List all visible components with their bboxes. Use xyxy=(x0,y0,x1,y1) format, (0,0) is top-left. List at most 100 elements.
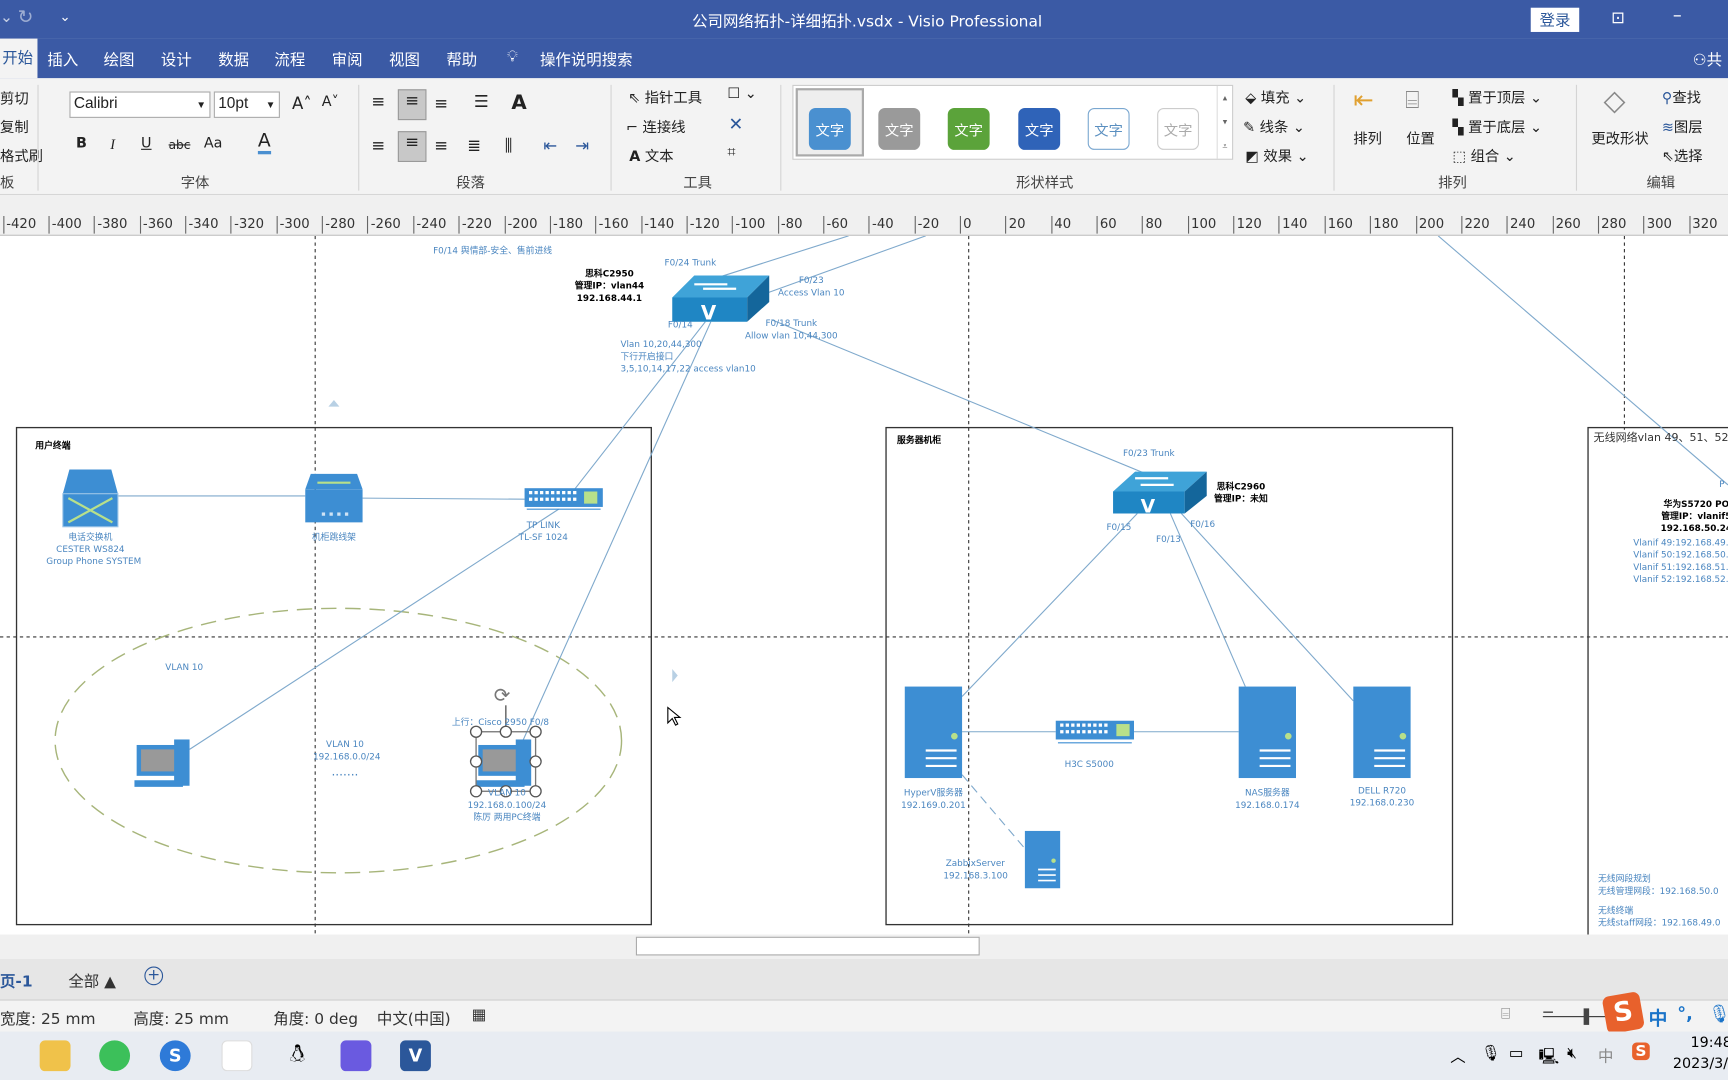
justify-icon[interactable]: ≣ xyxy=(467,135,482,156)
tab-process[interactable]: 流程 xyxy=(274,51,306,70)
tab-review[interactable]: 审阅 xyxy=(331,51,363,70)
shrink-font-icon[interactable]: A˅ xyxy=(321,93,339,111)
ribbon-display-icon[interactable]: ⊡ xyxy=(1611,7,1626,28)
language-status[interactable]: 中文(中国) xyxy=(376,1010,451,1029)
increase-indent-icon[interactable]: ⇥ xyxy=(575,135,590,156)
select-button[interactable]: ⇖选择 xyxy=(1662,144,1703,166)
fill-button[interactable]: ⬙ 填充 ⌄ xyxy=(1245,90,1307,107)
style-swatch[interactable]: 文字 xyxy=(1157,107,1200,150)
font-name-select[interactable]: Calibri▼ xyxy=(69,91,211,118)
italic-button[interactable]: I xyxy=(110,135,115,153)
tab-design[interactable]: 设计 xyxy=(160,51,192,70)
align-top-icon[interactable]: ≡ xyxy=(371,91,386,112)
position-button[interactable]: 位置 xyxy=(1406,131,1435,148)
connector-button[interactable]: ⌐ 连接线 xyxy=(626,116,686,137)
add-page-button[interactable]: + xyxy=(144,966,164,986)
format-painter-button[interactable]: 格式刷 xyxy=(0,148,43,166)
grow-font-icon[interactable]: A˄ xyxy=(292,93,312,114)
tell-me-search[interactable]: 操作说明搜索 xyxy=(539,51,633,70)
connection-point-icon[interactable]: ⌗ xyxy=(727,144,736,161)
qq-icon[interactable]: 🐧︎ xyxy=(290,1040,306,1068)
horizontal-ruler[interactable]: -420-400-380-360-340-320-300-280-260-240… xyxy=(0,195,1728,236)
style-swatch[interactable]: 文字 xyxy=(947,107,990,150)
gallery-scroll[interactable]: ▴▾⩡ xyxy=(1216,85,1232,159)
zoom-slider-thumb[interactable] xyxy=(1583,1008,1590,1025)
undo-icon[interactable]: ⌄ xyxy=(0,8,13,27)
cut-button[interactable]: 剪切 xyxy=(0,91,29,108)
tab-draw[interactable]: 绘图 xyxy=(103,51,135,70)
layers-button[interactable]: ≋图层 xyxy=(1662,116,1703,137)
font-color-button[interactable]: A xyxy=(257,131,271,155)
style-swatch[interactable]: 文字 xyxy=(808,107,851,150)
close-icon[interactable]: ✕ xyxy=(728,113,744,135)
align-bottom-icon[interactable]: ≡ xyxy=(434,93,449,114)
clock-time[interactable]: 19:48 xyxy=(1690,1034,1728,1052)
login-button[interactable]: 登录 xyxy=(1530,7,1580,32)
tab-insert[interactable]: 插入 xyxy=(47,51,79,70)
align-right-icon[interactable]: ≡ xyxy=(434,135,449,156)
baidu-netdisk-icon[interactable] xyxy=(221,1040,253,1072)
tab-home[interactable]: 开始 xyxy=(0,38,38,79)
change-case-button[interactable]: Aa xyxy=(203,135,223,153)
zoom-slider[interactable] xyxy=(1542,1016,1609,1018)
font-size-select[interactable]: 10pt▼ xyxy=(213,91,280,118)
macro-icon[interactable]: ▦ xyxy=(471,1006,487,1024)
align-middle-icon[interactable]: ≡ xyxy=(397,89,427,121)
align-left-icon[interactable]: ≡ xyxy=(371,135,386,156)
sogou-ime-icon[interactable]: S xyxy=(1601,991,1646,1035)
change-shape-icon[interactable]: ◇ xyxy=(1603,84,1626,118)
send-to-back-button[interactable]: ▚ 置于底层 ⌄ xyxy=(1452,120,1542,137)
show-hidden-icons[interactable]: ︿ xyxy=(1450,1048,1466,1066)
style-swatch[interactable]: 文字 xyxy=(1018,107,1061,150)
visio-icon[interactable]: V xyxy=(400,1040,431,1072)
share-button[interactable]: ⚇共 xyxy=(1693,48,1722,70)
copy-button[interactable]: 复制 xyxy=(0,120,29,137)
battery-icon[interactable]: ▭ xyxy=(1508,1044,1524,1063)
bold-button[interactable]: B xyxy=(76,135,87,153)
presentation-mode-icon[interactable]: ⌸ xyxy=(1500,1005,1511,1023)
zoom-out-button[interactable]: − xyxy=(1541,1003,1555,1022)
text-tool-button[interactable]: A 文本 xyxy=(629,148,674,166)
clock-date[interactable]: 2023/3/ xyxy=(1672,1055,1728,1073)
strikethrough-button[interactable]: abc xyxy=(168,137,191,153)
effects-button[interactable]: ◩ 效果 ⌄ xyxy=(1245,148,1309,166)
page-tab-1[interactable]: 页-1 xyxy=(0,973,33,991)
qat-customize-icon[interactable]: ⌄ xyxy=(59,8,71,25)
microphone-icon[interactable]: 🎙︎ xyxy=(1708,1003,1728,1024)
style-swatch[interactable]: 文字 xyxy=(1087,107,1130,150)
decrease-indent-icon[interactable]: ⇤ xyxy=(543,135,558,156)
align-icon[interactable]: ⇤ xyxy=(1353,87,1374,115)
wechat-icon[interactable] xyxy=(99,1040,131,1072)
bring-to-front-button[interactable]: ▚ 置于顶层 ⌄ xyxy=(1452,90,1542,107)
file-explorer-icon[interactable] xyxy=(39,1040,71,1072)
volume-muted-icon[interactable]: 🔇︎ xyxy=(1567,1044,1577,1063)
tab-view[interactable]: 视图 xyxy=(389,51,420,70)
all-pages-button[interactable]: 全部 ▲ xyxy=(68,973,116,991)
pointer-tool-button[interactable]: ⇖ 指针工具 xyxy=(628,86,702,107)
group-button[interactable]: ⬚ 组合 ⌄ xyxy=(1452,148,1516,166)
ime-punct-toggle[interactable]: °, xyxy=(1677,1002,1693,1024)
app-icon[interactable] xyxy=(340,1040,372,1072)
microphone-icon[interactable]: 🎙︎ xyxy=(1481,1044,1501,1063)
text-direction-icon[interactable]: A xyxy=(511,91,527,115)
input-method-icon[interactable]: 中 xyxy=(1597,1048,1614,1066)
align-button[interactable]: 排列 xyxy=(1353,131,1382,148)
tab-help[interactable]: 帮助 xyxy=(446,51,478,70)
sogou-tray-icon[interactable]: S xyxy=(1632,1042,1650,1061)
sogou-browser-icon[interactable]: S xyxy=(159,1040,191,1072)
scrollbar-thumb[interactable] xyxy=(635,936,980,956)
underline-button[interactable]: U xyxy=(141,135,152,153)
line-button[interactable]: ✎ 线条 ⌄ xyxy=(1243,120,1305,137)
style-swatch[interactable]: 文字 xyxy=(878,107,921,150)
position-icon[interactable]: ⌸ xyxy=(1405,87,1420,115)
align-center-icon[interactable]: ≡ xyxy=(397,131,427,162)
redo-icon[interactable]: ↻ xyxy=(17,6,34,29)
find-button[interactable]: ⚲查找 xyxy=(1662,86,1701,107)
horizontal-scrollbar[interactable] xyxy=(0,934,1728,959)
change-shape-button[interactable]: 更改形状 xyxy=(1591,131,1649,148)
minimize-button[interactable]: – xyxy=(1672,4,1682,26)
ime-mode-toggle[interactable]: 中 xyxy=(1648,1008,1668,1031)
text-block-icon[interactable]: ⫼ xyxy=(504,135,513,156)
network-icon[interactable]: 🖳︎ xyxy=(1538,1048,1560,1066)
